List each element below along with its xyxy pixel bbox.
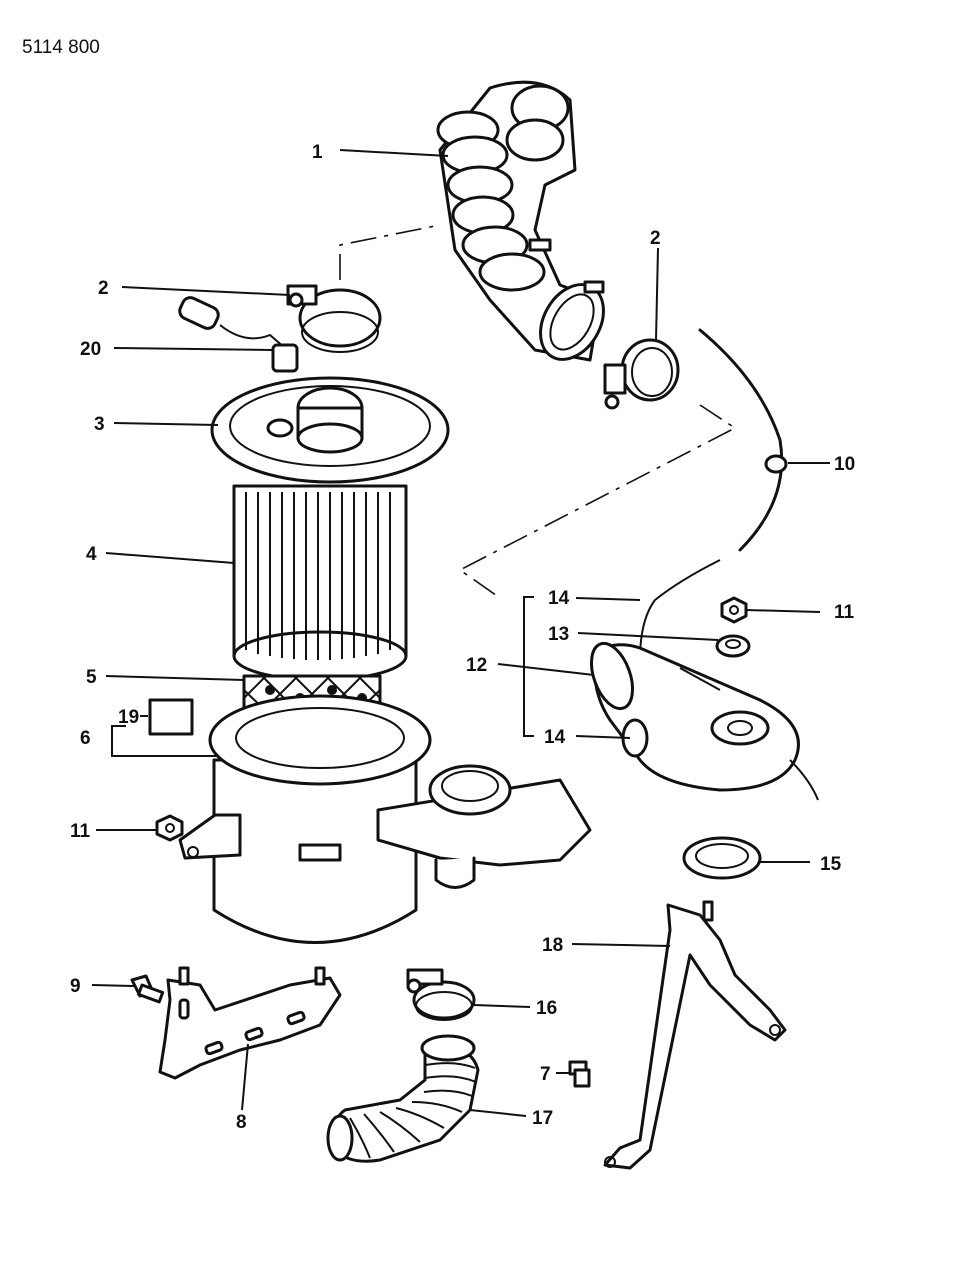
nut-left [155,814,184,842]
callout-10: 10 [834,454,855,475]
label-decal [148,698,194,736]
callout-1: 1 [312,142,323,163]
callout-6: 6 [80,728,91,749]
callout-15: 15 [820,854,842,875]
callout-9: 9 [70,976,81,997]
hose-clamp-right [603,338,680,410]
nut-right [720,596,748,624]
callout-5: 5 [86,667,97,688]
callout-2-right: 2 [650,228,661,249]
callout-19: 19 [118,707,139,728]
callout-14-upper: 14 [548,588,570,609]
support-bracket [603,900,787,1170]
callout-3: 3 [94,414,105,435]
temperature-sensor [178,296,299,373]
gasket-ring [682,836,762,880]
heat-stove-duct [589,641,819,801]
hose-clamp-lower [406,968,476,1021]
leader-lines [91,149,830,1117]
callout-14-lower: 14 [544,727,566,748]
air-filter-element [232,484,408,682]
callout-8: 8 [236,1112,247,1133]
bolt-9 [130,974,165,1004]
callout-17: 17 [532,1108,553,1129]
callout-4: 4 [86,544,97,565]
air-cleaner-cover [210,376,450,484]
mounting-bracket [158,966,342,1080]
callout-12: 12 [466,655,487,676]
callout-11-right: 11 [834,602,855,623]
grommet [715,634,751,658]
bolt-7 [568,1060,591,1088]
intake-hose [436,80,605,362]
breather-tube [639,328,788,661]
callout-11-left: 11 [70,821,91,842]
flexible-duct [326,1034,480,1163]
callout-2-left: 2 [98,278,109,299]
callout-13: 13 [548,624,569,645]
callout-18: 18 [542,935,563,956]
drawing-code: 5114 800 [22,37,100,58]
alignment-lines [339,224,737,599]
hose-clamp-upper-left [286,284,382,353]
callout-16: 16 [536,998,557,1019]
callout-7: 7 [540,1064,551,1085]
callout-20: 20 [80,339,101,360]
air-cleaner-housing [178,694,592,944]
